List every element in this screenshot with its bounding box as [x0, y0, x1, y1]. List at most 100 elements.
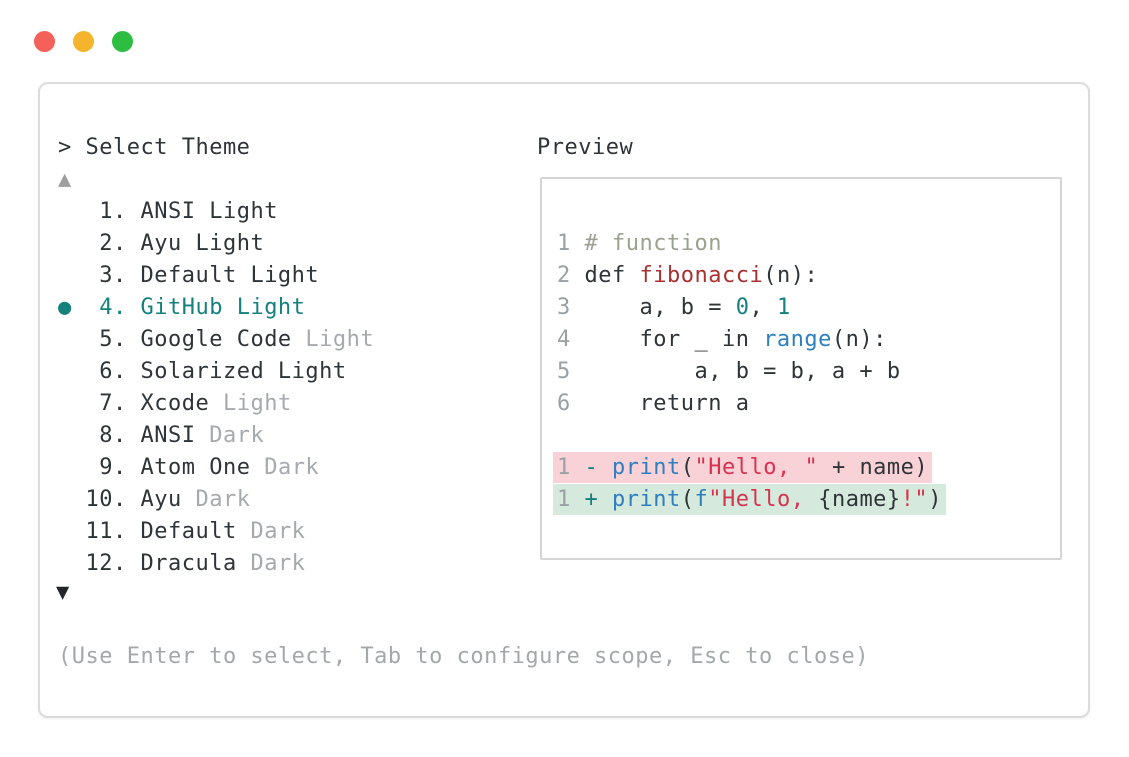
theme-item-prefix: 12. — [58, 551, 141, 576]
theme-item-prefix: 8. — [58, 423, 141, 448]
theme-list-item-ayu-dark[interactable]: 10. Ayu Dark — [58, 484, 374, 516]
code-token: (n): — [763, 263, 819, 288]
preview-title: Preview — [537, 135, 634, 160]
theme-item-prefix: 1. — [58, 199, 141, 224]
line-number: 3 — [557, 295, 571, 320]
window-minimize-icon[interactable] — [73, 31, 94, 52]
diff-removed-line: 1 - print("Hello, " + name) — [553, 452, 1060, 484]
theme-item-suffix: Dark — [236, 551, 306, 576]
code-token: # function — [584, 231, 722, 256]
theme-item-prefix: 2. — [58, 231, 141, 256]
theme-list-item-ansi-dark[interactable]: 8. ANSI Dark — [58, 420, 374, 452]
code-token — [571, 455, 585, 480]
code-token — [571, 231, 585, 256]
line-number: 2 — [557, 263, 571, 288]
select-theme-prompt: > Select Theme — [58, 135, 251, 160]
theme-item-name: Atom One — [140, 455, 251, 480]
theme-item-prefix: 3. — [58, 263, 141, 288]
theme-item-name: Default Light — [140, 263, 320, 288]
line-number: 1 — [557, 455, 571, 480]
code-token: "Hello, — [708, 487, 819, 512]
theme-list-item-dracula-dark[interactable]: 12. Dracula Dark — [58, 548, 374, 580]
theme-item-name: GitHub Light — [140, 295, 306, 320]
window-zoom-icon[interactable] — [112, 31, 133, 52]
selected-bullet-icon: ● 4. — [58, 295, 141, 320]
diff-added-line: 1 + print(f"Hello, {name}!") — [553, 484, 1060, 516]
code-token: , — [749, 295, 777, 320]
code-sample: 1 # function 2 def fibonacci(n): 3 a, b … — [542, 179, 1060, 516]
code-token: + name) — [818, 455, 929, 480]
theme-item-suffix: Light — [291, 327, 375, 352]
code-token — [598, 455, 612, 480]
theme-item-suffix: Dark — [250, 455, 320, 480]
code-token: !" — [900, 487, 929, 512]
theme-item-suffix: Dark — [236, 519, 306, 544]
line-number: 4 — [557, 327, 571, 352]
theme-item-name: Ayu Light — [140, 231, 265, 256]
code-line: 5 a, b = b, a + b — [557, 356, 1060, 388]
theme-item-suffix: Dark — [195, 423, 265, 448]
window-close-icon[interactable] — [34, 31, 55, 52]
theme-item-name: ANSI Light — [140, 199, 278, 224]
code-token — [571, 487, 585, 512]
theme-list-item-default-dark[interactable]: 11. Default Dark — [58, 516, 374, 548]
theme-item-name: Solarized Light — [140, 359, 347, 384]
code-token: range — [763, 327, 832, 352]
theme-item-name: Google Code — [140, 327, 292, 352]
diff-minus-sign: - — [584, 455, 599, 480]
theme-list-item-xcode[interactable]: 7. Xcode Light — [58, 388, 374, 420]
theme-item-name: Dracula — [140, 551, 237, 576]
diff-plus-sign: + — [584, 487, 599, 512]
code-token: ( — [680, 455, 695, 480]
code-line: 1 # function — [557, 228, 1060, 260]
code-token: ( — [680, 487, 695, 512]
theme-item-name: Ayu — [140, 487, 182, 512]
theme-item-suffix: Light — [209, 391, 292, 416]
theme-item-prefix: 10. — [58, 487, 141, 512]
theme-item-prefix: 6. — [58, 359, 141, 384]
theme-list-item-ayu-light[interactable]: 2. Ayu Light — [58, 228, 374, 260]
theme-list-item-ansi-light[interactable]: 1. ANSI Light — [58, 196, 374, 228]
scroll-up-icon[interactable]: ▲ — [58, 167, 72, 192]
code-token: return a — [570, 391, 750, 416]
code-line: 6 return a — [557, 388, 1060, 420]
code-token — [598, 487, 612, 512]
code-token: print — [612, 487, 681, 512]
theme-item-prefix: 11. — [58, 519, 141, 544]
preview-pane: 1 # function 2 def fibonacci(n): 3 a, b … — [540, 177, 1062, 560]
line-number: 6 — [557, 391, 571, 416]
code-token: def — [570, 263, 640, 288]
code-line: 2 def fibonacci(n): — [557, 260, 1060, 292]
theme-picker-window: > Select Theme ▲ 1. ANSI Light 2. Ayu Li… — [38, 82, 1090, 718]
code-token: 0 — [735, 295, 750, 320]
theme-list-item-solarized-light[interactable]: 6. Solarized Light — [58, 356, 374, 388]
code-token: "Hello, " — [694, 455, 819, 480]
theme-list: 1. ANSI Light 2. Ayu Light 3. Default Li… — [58, 196, 374, 580]
code-line: 4 for _ in range(n): — [557, 324, 1060, 356]
scroll-down-icon[interactable]: ▼ — [56, 580, 70, 605]
theme-item-name: Xcode — [140, 391, 210, 416]
line-number: 1 — [557, 487, 571, 512]
line-number: 5 — [557, 359, 571, 384]
code-token: ) — [928, 487, 942, 512]
theme-list-item-atom-one-dark[interactable]: 9. Atom One Dark — [58, 452, 374, 484]
line-number: 1 — [557, 231, 571, 256]
theme-list-item-google-code[interactable]: 5. Google Code Light — [58, 324, 374, 356]
theme-item-prefix: 7. — [58, 391, 141, 416]
code-line: 3 a, b = 0, 1 — [557, 292, 1060, 324]
theme-item-prefix: 5. — [58, 327, 141, 352]
theme-item-suffix: Dark — [181, 487, 251, 512]
code-line-blank — [557, 420, 1060, 452]
code-token: fibonacci — [639, 263, 764, 288]
theme-item-name: Default — [140, 519, 237, 544]
code-token: a, b = b, a + b — [570, 359, 901, 384]
theme-list-item-default-light[interactable]: 3. Default Light — [58, 260, 374, 292]
help-text: (Use Enter to select, Tab to configure s… — [58, 644, 869, 669]
code-token: (n): — [831, 327, 887, 352]
code-token: 1 — [776, 295, 791, 320]
theme-item-prefix: 9. — [58, 455, 141, 480]
code-token: print — [612, 455, 681, 480]
code-token: f — [694, 487, 709, 512]
theme-list-item-github-light-selected[interactable]: ● 4. GitHub Light — [58, 292, 374, 324]
theme-item-name: ANSI — [140, 423, 196, 448]
